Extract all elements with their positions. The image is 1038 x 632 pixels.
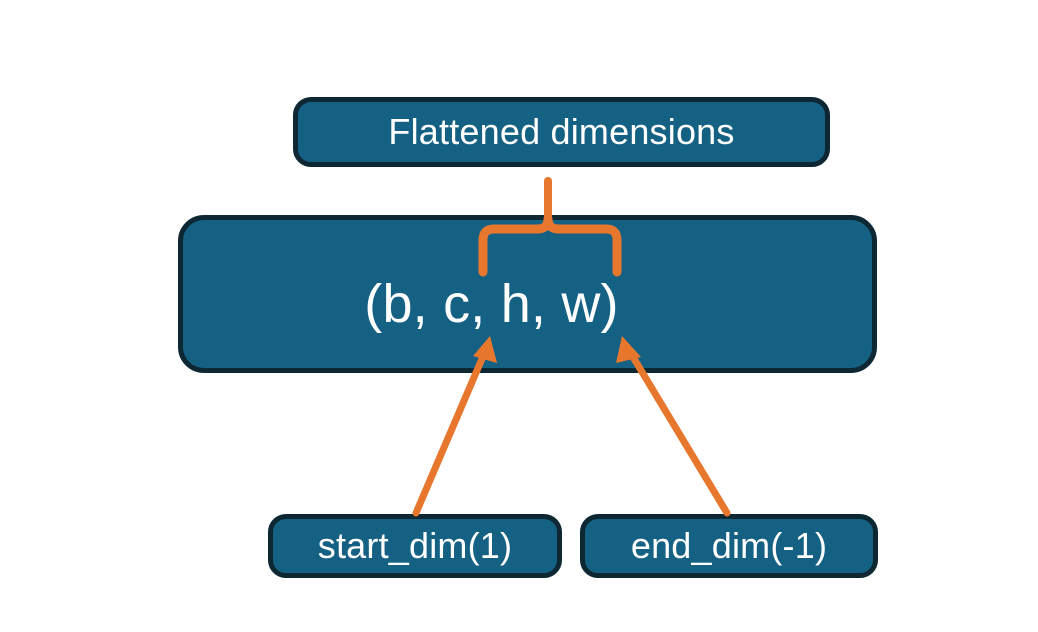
- tensor-shape-label: (b, c, h, w): [364, 274, 619, 334]
- flattened-dimensions-box[interactable]: Flattened dimensions: [293, 97, 830, 167]
- flattened-dimensions-label: Flattened dimensions: [388, 111, 735, 152]
- start-dim-label: start_dim(1): [317, 525, 513, 566]
- tensor-shape-box[interactable]: (b, c, h, w): [178, 215, 877, 373]
- start-dim-box[interactable]: start_dim(1): [268, 514, 562, 578]
- end-dim-box[interactable]: end_dim(-1): [580, 514, 878, 578]
- end-dim-label: end_dim(-1): [630, 525, 828, 566]
